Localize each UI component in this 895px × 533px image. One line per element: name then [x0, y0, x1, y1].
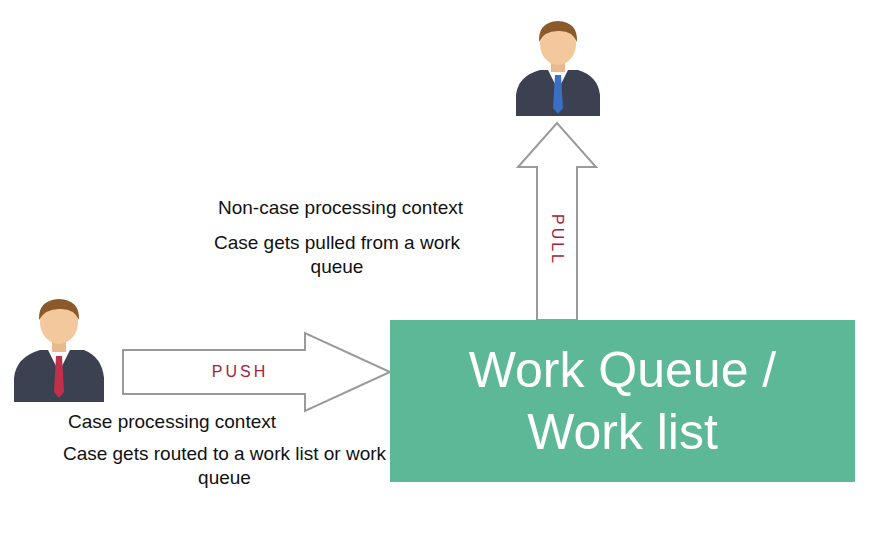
- context-label: Non-case processing context: [218, 196, 538, 220]
- note-text: Case gets pulled from a work queue: [207, 231, 467, 279]
- work-queue-box: Work Queue / Work list: [390, 320, 855, 482]
- person-icon: [516, 21, 600, 116]
- note-text: Case gets routed to a work list or work …: [62, 442, 387, 490]
- arrow-label: PULL: [545, 214, 569, 266]
- arrow-label: PUSH: [212, 360, 268, 384]
- box-title: Work Queue / Work list: [453, 339, 793, 463]
- pull-arrow: [518, 123, 596, 320]
- push-arrow: [123, 333, 390, 411]
- person-icon: [14, 299, 104, 402]
- context-label: Case processing context: [68, 410, 388, 434]
